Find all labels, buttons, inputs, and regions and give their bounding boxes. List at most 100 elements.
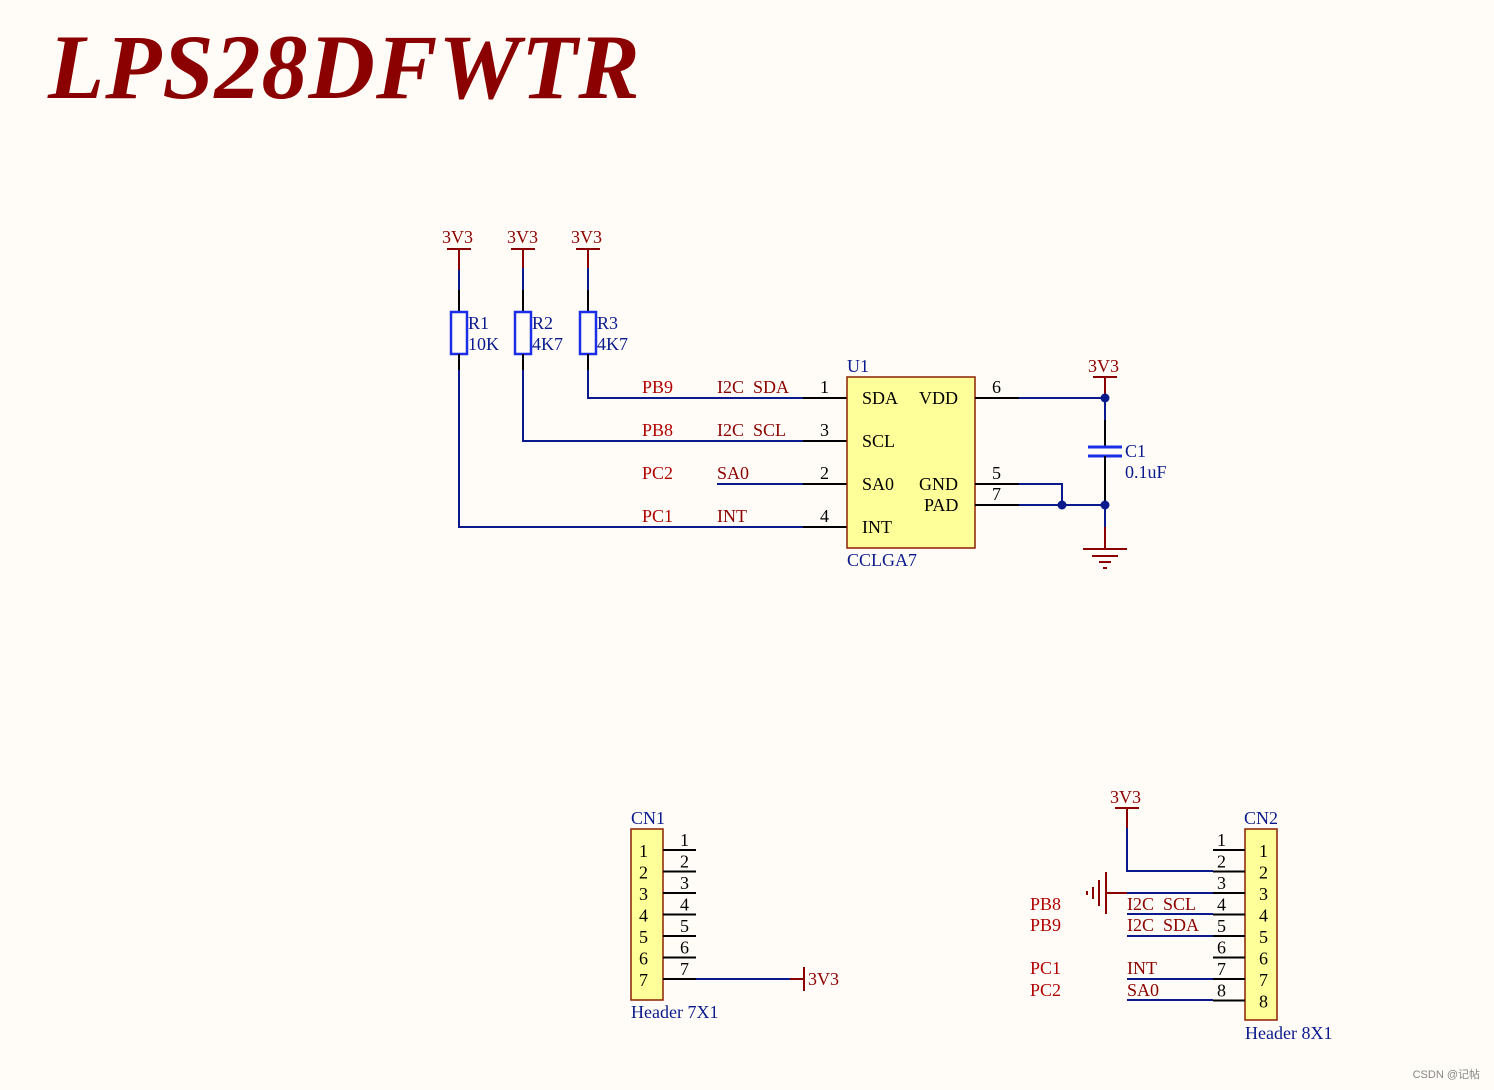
pin-label: 4 [639, 906, 648, 926]
ground-icon [1083, 548, 1127, 569]
net-port-pc1: PC1 [1030, 958, 1061, 978]
net-port-pc2: PC2 [642, 463, 673, 483]
pin-label: 2 [639, 863, 648, 883]
pin-name-vdd: VDD [919, 388, 958, 408]
connector-ref: CN2 [1244, 808, 1278, 828]
pin-number: 1 [820, 377, 829, 397]
pin-label: 6 [1259, 949, 1268, 969]
connector-body [1244, 828, 1278, 1021]
net-port-pb9: PB9 [642, 377, 673, 397]
pin-label: 4 [1259, 906, 1268, 926]
resistor-value: 4K7 [597, 334, 628, 354]
net-signal-int: INT [717, 506, 747, 526]
net-port-pb8: PB8 [642, 420, 673, 440]
pin-name-sa0: SA0 [862, 474, 894, 494]
net-signal-sda: I2C SDA [1127, 915, 1199, 935]
net-signal-scl: I2C SCL [717, 420, 786, 440]
pin-number: 2 [1217, 852, 1226, 872]
pin-label: 5 [639, 927, 648, 947]
net-port-pc2: PC2 [1030, 980, 1061, 1000]
pin-label: 7 [639, 970, 648, 990]
pin-number: 3 [1217, 873, 1226, 893]
capacitor-value: 0.1uF [1125, 462, 1167, 482]
power-label-r1: 3V3 [442, 227, 473, 247]
pin-number: 1 [1217, 830, 1226, 850]
net-signal-sa0: SA0 [1127, 980, 1159, 1000]
pin-label: 1 [1259, 841, 1268, 861]
pin-number: 2 [680, 852, 689, 872]
schematic-title: LPS28DFWTR [48, 16, 641, 118]
pin-label: 3 [639, 884, 648, 904]
pin-label: 6 [639, 949, 648, 969]
wire-sda [587, 370, 847, 399]
resistor-body [449, 310, 469, 356]
ground-icon [1086, 872, 1107, 914]
resistor-value: 4K7 [532, 334, 563, 354]
ic-u1: U1 SDA SCL SA0 INT VDD GND PAD CCLGA7 [846, 356, 976, 570]
pin-label: 8 [1259, 992, 1268, 1012]
net-signal-scl: I2C SCL [1127, 894, 1196, 914]
pin-label: 1 [639, 841, 648, 861]
ic-package: CCLGA7 [847, 550, 917, 570]
pin-number: 5 [1217, 916, 1226, 936]
pin-number: 3 [820, 420, 829, 440]
ic-ref: U1 [847, 356, 869, 376]
capacitor-ref: C1 [1125, 441, 1146, 461]
pin-number: 6 [680, 938, 689, 958]
pin-number: 5 [992, 463, 1001, 483]
pin-number: 6 [992, 377, 1001, 397]
power-label-cn2: 3V3 [1110, 787, 1141, 807]
resistor-r3: 3V3 R3 4K7 [571, 227, 628, 370]
pin-name-pad: PAD [924, 495, 958, 515]
connector-footprint: Header 8X1 [1245, 1023, 1332, 1043]
pin-name-gnd: GND [919, 474, 958, 494]
pin-name-sda: SDA [862, 388, 898, 408]
pin-name-scl: SCL [862, 431, 895, 451]
pin-number: 2 [820, 463, 829, 483]
resistor-ref: R1 [468, 313, 489, 333]
pin-number: 6 [1217, 938, 1226, 958]
connector-body [630, 828, 664, 1001]
resistor-ref: R2 [532, 313, 553, 333]
pin-number: 1 [680, 830, 689, 850]
power-label-r3: 3V3 [571, 227, 602, 247]
net-port-pc1: PC1 [642, 506, 673, 526]
pin-number: 4 [1217, 895, 1226, 915]
wire-gnd [975, 483, 1105, 510]
pin-number: 5 [680, 916, 689, 936]
net-signal-sda: I2C SDA [717, 377, 789, 397]
resistor-body [578, 310, 598, 356]
pin-number: 7 [992, 484, 1001, 504]
net-signal-sa0: SA0 [717, 463, 749, 483]
resistor-body [513, 310, 533, 356]
pin-label: 2 [1259, 863, 1268, 883]
resistor-ref: R3 [597, 313, 618, 333]
pin-label: 7 [1259, 970, 1268, 990]
wire-int [458, 370, 847, 528]
pin-name-int: INT [862, 517, 892, 537]
power-label-cn1: 3V3 [808, 969, 839, 989]
resistor-r1: 3V3 R1 10K [442, 227, 499, 370]
pin-number: 4 [820, 506, 829, 526]
pin-number: 4 [680, 895, 689, 915]
pin-label: 5 [1259, 927, 1268, 947]
connector-ref: CN1 [631, 808, 665, 828]
pin-number: 3 [680, 873, 689, 893]
power-label-vdd: 3V3 [1088, 356, 1119, 376]
net-signal-int: INT [1127, 958, 1157, 978]
wire-scl [522, 370, 847, 442]
pin-label: 3 [1259, 884, 1268, 904]
net-port-pb9: PB9 [1030, 915, 1061, 935]
watermark: CSDN @记帖 [1412, 1069, 1480, 1081]
net-port-pb8: PB8 [1030, 894, 1061, 914]
connector-footprint: Header 7X1 [631, 1002, 718, 1022]
junction-dot [1057, 500, 1067, 510]
resistor-r2: 3V3 R2 4K7 [507, 227, 563, 370]
pin-number: 8 [1217, 981, 1226, 1001]
pin-number: 7 [680, 959, 689, 979]
resistor-value: 10K [468, 334, 499, 354]
ic-body [846, 376, 976, 549]
